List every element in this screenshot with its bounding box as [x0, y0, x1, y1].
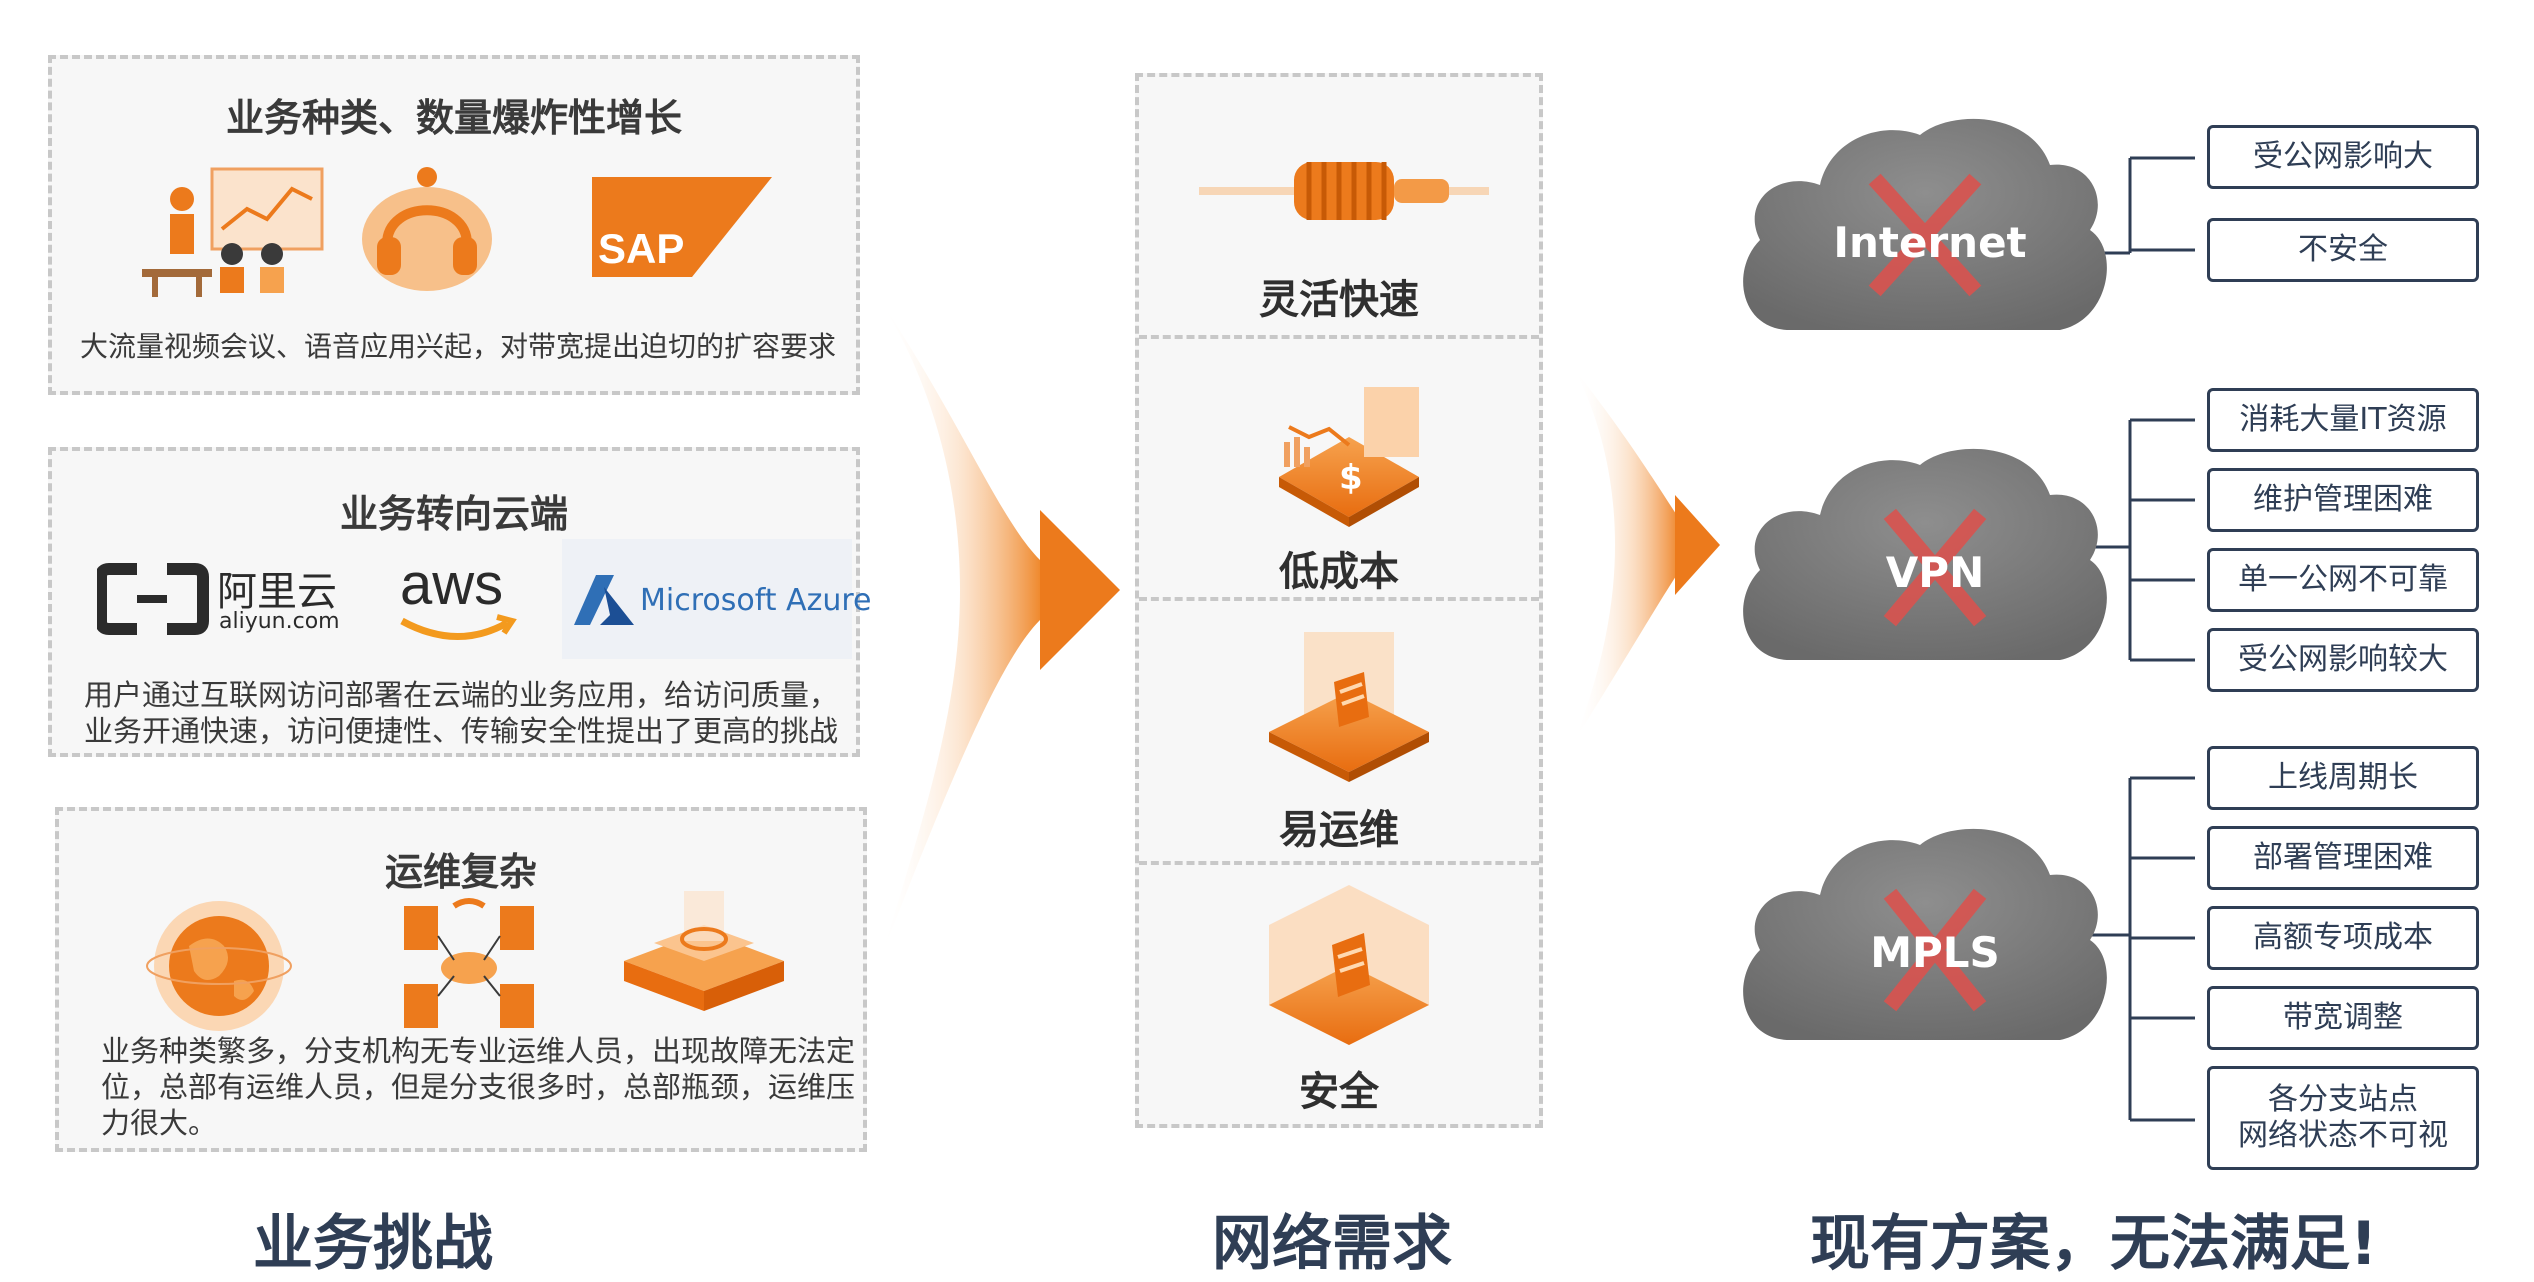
issue-box: 带宽调整	[2207, 986, 2479, 1050]
left-fan-arrow	[880, 300, 1120, 960]
issue-box: 消耗大量IT资源	[2207, 388, 2479, 452]
need-label-easy-ops: 易运维	[1279, 807, 1399, 853]
cross-internet	[1868, 173, 1982, 297]
need-label-security: 安全	[1299, 1069, 1379, 1115]
easy-ops-icon	[1269, 632, 1429, 782]
cross-mpls	[1883, 888, 1987, 1012]
panel-text-line1: 业务种类繁多，分支机构无专业运维人员，出现故障无法定	[101, 1034, 856, 1068]
right-fan-arrow	[1575, 370, 1720, 740]
need-divider	[1139, 861, 1539, 865]
issue-box-line: 各分支站点	[2268, 1082, 2418, 1117]
cloud-label-mpls: MPLS	[1870, 928, 2000, 977]
cloud-label-internet: Internet	[1833, 218, 2027, 267]
issue-box-two-line: 各分支站点 网络状态不可视	[2207, 1066, 2479, 1170]
panel-text-line2: 位，总部有运维人员，但是分支很多时，总部瓶颈，运维压	[101, 1070, 856, 1104]
aws-logo: aws	[392, 551, 522, 651]
issue-box: 不安全	[2207, 218, 2479, 282]
challenges-bottom-title: 业务挑战	[253, 1209, 493, 1279]
vpn-bracket	[2090, 418, 2195, 662]
panel-title: 运维复杂	[384, 850, 537, 894]
need-label-flexible: 灵活快速	[1259, 277, 1419, 323]
aliyun-logo-cn: 阿里云	[217, 569, 337, 615]
azure-logo: Microsoft Azure	[562, 539, 871, 659]
panel-text-line2: 业务开通快速，访问便捷性、传输安全性提出了更高的挑战	[84, 714, 839, 748]
panel-title: 业务转向云端	[339, 492, 568, 536]
aliyun-logo-en: aliyun.com	[219, 609, 340, 634]
issue-box: 受公网影响较大	[2207, 628, 2479, 692]
sap-logo: SAP	[592, 177, 772, 277]
mpls-bracket	[2090, 776, 2195, 1122]
low-cost-icon: $	[1279, 387, 1419, 527]
headphones-icon	[362, 167, 492, 291]
aliyun-logo: 阿里云 aliyun.com	[97, 559, 357, 639]
need-divider	[1139, 597, 1539, 601]
azure-logo-text: Microsoft Azure	[640, 583, 872, 618]
issue-box: 高额专项成本	[2207, 906, 2479, 970]
challenge-panel-cloud: 业务转向云端 阿里云 aliyun.com aws Microsoft Azur…	[48, 447, 871, 757]
issue-box-line: 网络状态不可视	[2238, 1118, 2448, 1153]
panel-text-line3: 力很大。	[101, 1106, 218, 1140]
meeting-illustration-icon	[142, 167, 324, 297]
layered-platform-icon	[624, 891, 784, 1011]
internet-bracket	[2090, 156, 2195, 255]
panel-text: 大流量视频会议、语音应用兴起，对带宽提出迫切的扩容要求	[80, 330, 837, 363]
sap-logo-text: SAP	[598, 225, 685, 272]
svg-text:$: $	[1339, 458, 1363, 498]
issue-box: 维护管理困难	[2207, 468, 2479, 532]
solutions-bottom-title: 现有方案，无法满足!	[1810, 1209, 2378, 1279]
spring-icon	[1199, 162, 1489, 220]
issue-box: 部署管理困难	[2207, 826, 2479, 890]
challenge-panel-ops: 运维复杂 业务种类繁多，分支机构无专业运维人员，出现故障无法定 位，总部有运维人…	[55, 807, 867, 1152]
server-network-icon	[404, 898, 534, 1028]
needs-panel: 灵活快速 $ 低成本 易运维 安全	[1135, 73, 1543, 1128]
panel-text-line1: 用户通过互联网访问部署在云端的业务应用，给访问质量，	[84, 678, 839, 712]
need-divider	[1139, 335, 1539, 339]
globe-icon	[146, 901, 292, 1031]
aws-logo-text: aws	[400, 552, 504, 617]
need-label-low-cost: 低成本	[1279, 549, 1399, 595]
challenge-panel-growth: 业务种类、数量爆炸性增长 SAP 大流量视频会议、语音应用兴起，对带宽提出迫切的…	[48, 55, 860, 395]
needs-bottom-title: 网络需求	[1212, 1209, 1452, 1279]
issue-box: 上线周期长	[2207, 746, 2479, 810]
security-icon	[1269, 885, 1429, 1045]
issue-box: 受公网影响大	[2207, 125, 2479, 189]
cloud-label-vpn: VPN	[1885, 548, 1985, 597]
issue-box: 单一公网不可靠	[2207, 548, 2479, 612]
panel-title: 业务种类、数量爆炸性增长	[225, 96, 682, 140]
cross-vpn	[1883, 508, 1987, 627]
